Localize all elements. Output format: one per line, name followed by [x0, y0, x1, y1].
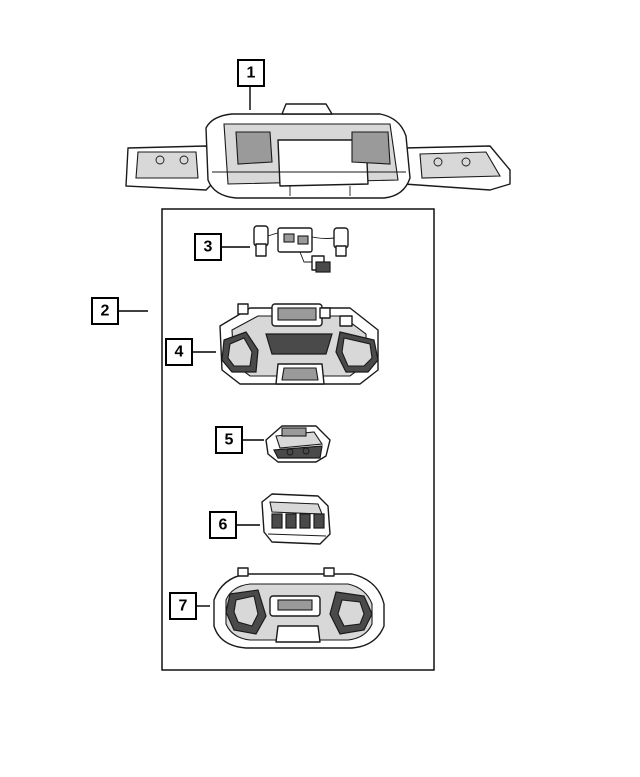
svg-text:5: 5	[225, 432, 234, 449]
svg-text:7: 7	[179, 598, 188, 615]
callout-4: 4	[165, 338, 193, 366]
svg-text:4: 4	[175, 344, 184, 361]
part-3-wiring-harness	[253, 225, 349, 273]
part-6-switch-bank	[261, 493, 331, 545]
callout-5: 5	[215, 426, 243, 454]
svg-text:1: 1	[247, 65, 256, 82]
callout-3: 3	[194, 233, 222, 261]
callout-1: 1	[237, 59, 265, 87]
part-4-console-housing	[219, 303, 379, 385]
assembly-group-frame	[161, 208, 435, 671]
part-5-module	[265, 425, 331, 463]
callout-6: 6	[209, 511, 237, 539]
svg-text:3: 3	[204, 239, 213, 256]
callout-2: 2	[91, 297, 119, 325]
callout-7: 7	[169, 592, 197, 620]
part-1-overhead-panel	[125, 103, 511, 199]
svg-text:6: 6	[219, 517, 228, 534]
part-7-overhead-console	[213, 567, 385, 649]
svg-text:2: 2	[101, 303, 110, 320]
